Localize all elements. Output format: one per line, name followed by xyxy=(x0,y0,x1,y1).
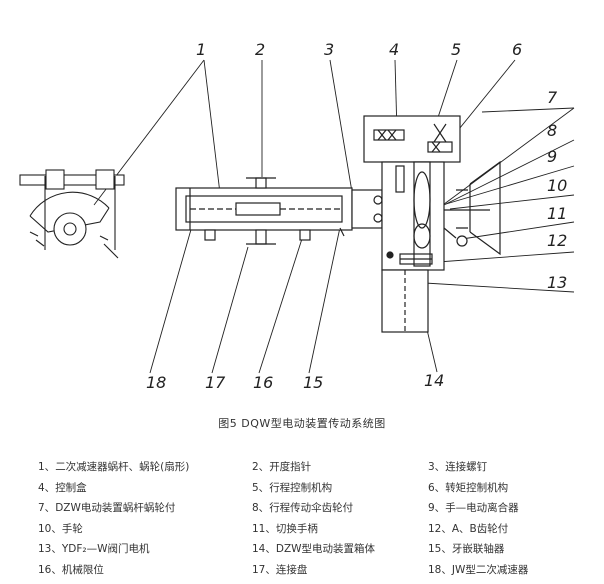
callout-13: 13 xyxy=(547,273,567,292)
motor xyxy=(381,269,429,333)
callout-10: 10 xyxy=(547,176,567,195)
callout-2: 2 xyxy=(255,40,265,59)
actuator-housing xyxy=(363,115,461,271)
legend-item: 7、DZW电动装置蜗杆蜗轮付 xyxy=(38,502,176,514)
transmission-diagram: 1 2 3 4 5 6 7 8 9 10 11 12 13 14 15 16 1… xyxy=(19,40,575,392)
callout-numbers: 1 2 3 4 5 6 7 8 9 10 11 12 13 14 15 16 1… xyxy=(146,40,567,392)
legend-item: 14、DZW型电动装置箱体 xyxy=(252,543,376,555)
legend-item: 13、YDF₂—W阀门电机 xyxy=(38,543,150,555)
callout-9: 9 xyxy=(547,147,557,166)
legend-item: 17、连接盘 xyxy=(252,563,308,576)
callout-18: 18 xyxy=(146,373,166,392)
callout-15: 15 xyxy=(303,373,323,392)
legend-item: 4、控制盒 xyxy=(38,481,87,494)
sector-gear-side-view xyxy=(19,169,125,259)
callout-4: 4 xyxy=(389,40,399,59)
legend-item: 16、机械限位 xyxy=(38,563,104,576)
figure-caption: 图5 DQW型电动装置传动系统图 xyxy=(218,417,386,430)
legend-item: 11、切换手柄 xyxy=(252,522,318,535)
secondary-reducer xyxy=(175,177,353,245)
callout-3: 3 xyxy=(324,40,334,59)
coupling xyxy=(339,189,383,237)
legend-item: 9、手—电动离合器 xyxy=(428,502,519,514)
legend: 1、二次减速器蜗杆、蜗轮(扇形) 2、开度指针 3、连接螺钉 4、控制盒 5、行… xyxy=(38,459,604,582)
callout-1: 1 xyxy=(196,40,206,59)
legend-item: 8、行程传动伞齿轮付 xyxy=(252,502,354,514)
legend-item: 2、开度指针 xyxy=(252,461,312,473)
callout-6: 6 xyxy=(512,40,522,59)
callout-17: 17 xyxy=(205,373,226,392)
handwheel xyxy=(443,160,501,256)
legend-item: 18、JW型二次减速器 xyxy=(428,563,529,576)
callout-5: 5 xyxy=(451,40,461,59)
legend-item: 6、转矩控制机构 xyxy=(428,481,509,494)
callout-7: 7 xyxy=(547,88,558,107)
legend-item: 3、连接螺钉 xyxy=(428,461,488,473)
legend-item: 15、牙嵌联轴器 xyxy=(428,543,505,555)
legend-item: 1、二次减速器蜗杆、蜗轮(扇形) xyxy=(38,461,190,473)
callout-14: 14 xyxy=(424,371,444,390)
callout-8: 8 xyxy=(547,121,557,140)
legend-item: 5、行程控制机构 xyxy=(252,481,333,494)
callout-12: 12 xyxy=(547,231,567,250)
callout-16: 16 xyxy=(253,373,273,392)
legend-item: 10、手轮 xyxy=(38,522,83,535)
callout-11: 11 xyxy=(547,204,567,223)
legend-item: 12、A、B齿轮付 xyxy=(428,522,509,535)
